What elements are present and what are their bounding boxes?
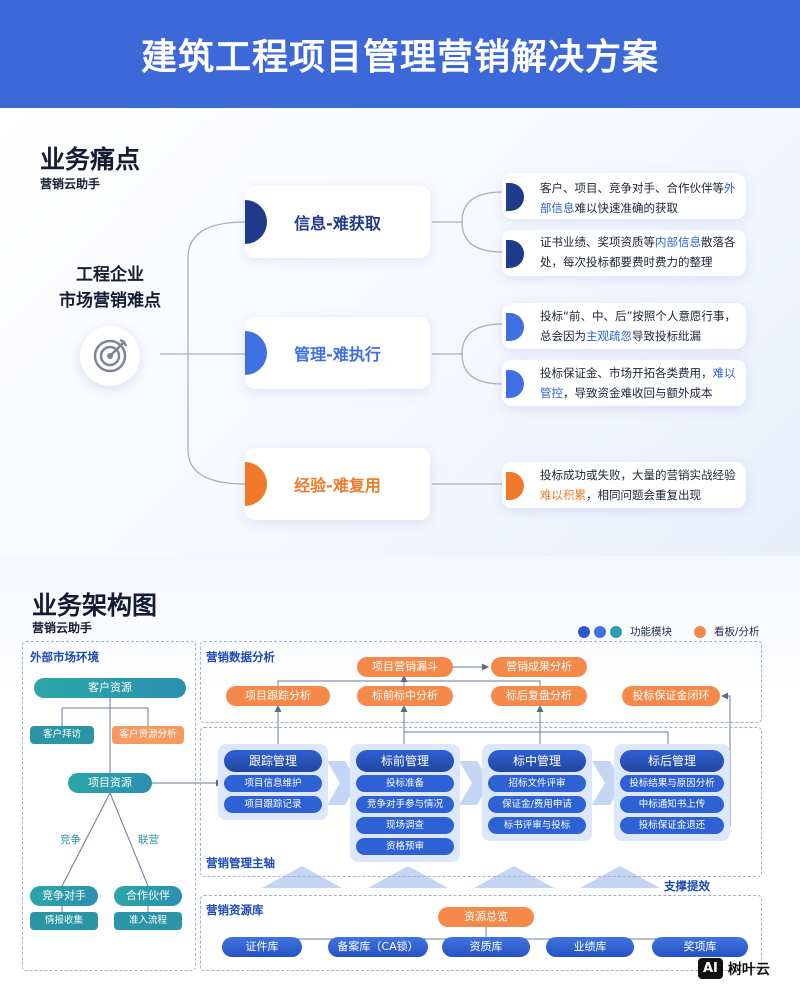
center-label: 工程企业 市场营销难点 xyxy=(40,262,180,314)
legend-board-label: 看板/分析 xyxy=(714,626,760,638)
column-item: 竞争对手参与情况 xyxy=(356,796,454,813)
column-item: 投标准备 xyxy=(356,775,454,792)
column-item: 资格预审 xyxy=(356,838,454,855)
tracking-board: 项目跟踪分析 xyxy=(226,686,330,706)
column-item: 现场调查 xyxy=(356,817,454,834)
legend-dot xyxy=(694,625,706,638)
column-item: 标书评审与投标 xyxy=(488,817,586,834)
column-item: 招标文件评审 xyxy=(488,775,586,792)
category-marker-info xyxy=(245,200,267,244)
point-marker xyxy=(506,183,524,211)
column-item: 项目信息维护 xyxy=(224,775,322,792)
point-card xyxy=(502,173,746,219)
point-text: 客户、项目、竞争对手、合作伙伴等外部信息难以快速准确的获取 xyxy=(540,181,736,215)
point-card xyxy=(502,230,746,276)
library-panel xyxy=(200,895,762,971)
pain-connectors xyxy=(160,191,503,485)
legend-dot xyxy=(594,625,606,638)
market-title: 外部市场环境 xyxy=(30,650,99,664)
point-marker xyxy=(506,240,524,268)
customer-resource: 客户资源 xyxy=(34,678,186,698)
column-item: 保证金/费用申请 xyxy=(488,796,586,813)
customer-analysis: 客户资源分析 xyxy=(112,726,184,744)
main-axis-title: 营销管理主轴 xyxy=(206,856,275,870)
category-marker-management xyxy=(245,331,267,375)
competitor: 竞争对手 xyxy=(30,886,98,906)
partner: 合作伙伴 xyxy=(114,886,182,906)
analysis-panel xyxy=(200,641,762,723)
main-axis-panel xyxy=(200,727,762,877)
category-label-info: 信息-难获取 xyxy=(294,214,381,233)
library-title: 营销资源库 xyxy=(206,903,264,917)
column-head: 标前管理 xyxy=(356,750,454,772)
column-item: 项目跟踪记录 xyxy=(224,796,322,813)
library-item: 业绩库 xyxy=(546,937,634,957)
pain-heading: 业务痛点 xyxy=(40,145,141,174)
point-text: 投标成功或失败，大量的营销实战经验难以积累，相同问题会重复出现 xyxy=(540,468,736,502)
target-icon-circle xyxy=(80,326,140,386)
legend-func-label: 功能模块 xyxy=(630,626,672,638)
column-item: 投标保证金退还 xyxy=(620,817,724,834)
deposit-board: 投标保证金闭环 xyxy=(622,686,720,706)
category-label-experience: 经验-难复用 xyxy=(294,476,381,495)
center-label-line2: 市场营销难点 xyxy=(59,291,161,311)
legend-dot xyxy=(578,625,590,638)
arch-heading: 业务架构图 xyxy=(32,591,158,620)
point-card xyxy=(502,360,746,406)
resource-overview: 资源总览 xyxy=(438,907,534,927)
category-marker-experience xyxy=(245,462,267,506)
point-text: 投标保证金、市场开拓各类费用，难以管控，导致资金难收回与额外成本 xyxy=(540,366,736,400)
header-banner xyxy=(0,0,800,108)
category-card-management xyxy=(245,317,430,389)
category-card-experience xyxy=(245,448,430,520)
library-item: 资质库 xyxy=(442,937,530,957)
customer-visit: 客户拜访 xyxy=(30,726,94,744)
partner-label: 联营 xyxy=(138,834,159,846)
support-label: 支撑提效 xyxy=(664,879,710,893)
column-item: 中标通知书上传 xyxy=(620,796,724,813)
library-item: 奖项库 xyxy=(652,937,748,957)
point-marker xyxy=(506,370,524,398)
watermark-text: 树叶云 xyxy=(727,961,770,978)
column-head: 跟踪管理 xyxy=(224,750,322,772)
point-card xyxy=(502,462,746,508)
arch-subheading: 营销云助手 xyxy=(32,621,93,635)
page-title: 建筑工程项目管理营销解决方案 xyxy=(140,37,659,78)
legend-dot xyxy=(610,625,622,638)
postbid-board: 标后复盘分析 xyxy=(491,686,587,706)
pain-subheading: 营销云助手 xyxy=(40,177,101,191)
funnel-board: 项目营销漏斗 xyxy=(357,657,453,677)
watermark-badge: AI xyxy=(698,958,723,979)
center-label-line1: 工程企业 xyxy=(76,265,144,285)
legend: 功能模块 看板/分析 xyxy=(578,624,760,639)
compete-label: 竞争 xyxy=(60,834,81,846)
column-head: 标中管理 xyxy=(488,750,586,772)
point-marker xyxy=(506,313,524,341)
target-icon xyxy=(93,338,128,373)
watermark: AI 树叶云 xyxy=(698,958,770,979)
analysis-title: 营销数据分析 xyxy=(206,650,275,664)
category-label-management: 管理-难执行 xyxy=(294,345,381,364)
category-card-info xyxy=(245,186,430,258)
intel-collection: 情报收集 xyxy=(30,912,98,930)
point-text: 投标“前、中、后”按照个人意愿行事，总会因为主观疏忽导致投标纰漏 xyxy=(540,309,736,343)
prebid-board: 标前标中分析 xyxy=(357,686,453,706)
market-panel xyxy=(22,641,196,971)
point-text: 证书业绩、奖项资质等内部信息散落各处，每次投标都要费时费力的整理 xyxy=(540,235,736,269)
admission-process: 准入流程 xyxy=(114,912,182,930)
point-card xyxy=(502,303,746,349)
column-item: 投标结果与原因分析 xyxy=(620,775,724,792)
library-item: 备案库（CA锁） xyxy=(328,937,428,957)
column-head: 标后管理 xyxy=(620,750,724,772)
library-item: 证件库 xyxy=(222,937,302,957)
point-marker xyxy=(506,472,524,500)
result-board: 营销成果分析 xyxy=(491,657,587,677)
project-resource: 项目资源 xyxy=(68,773,152,793)
